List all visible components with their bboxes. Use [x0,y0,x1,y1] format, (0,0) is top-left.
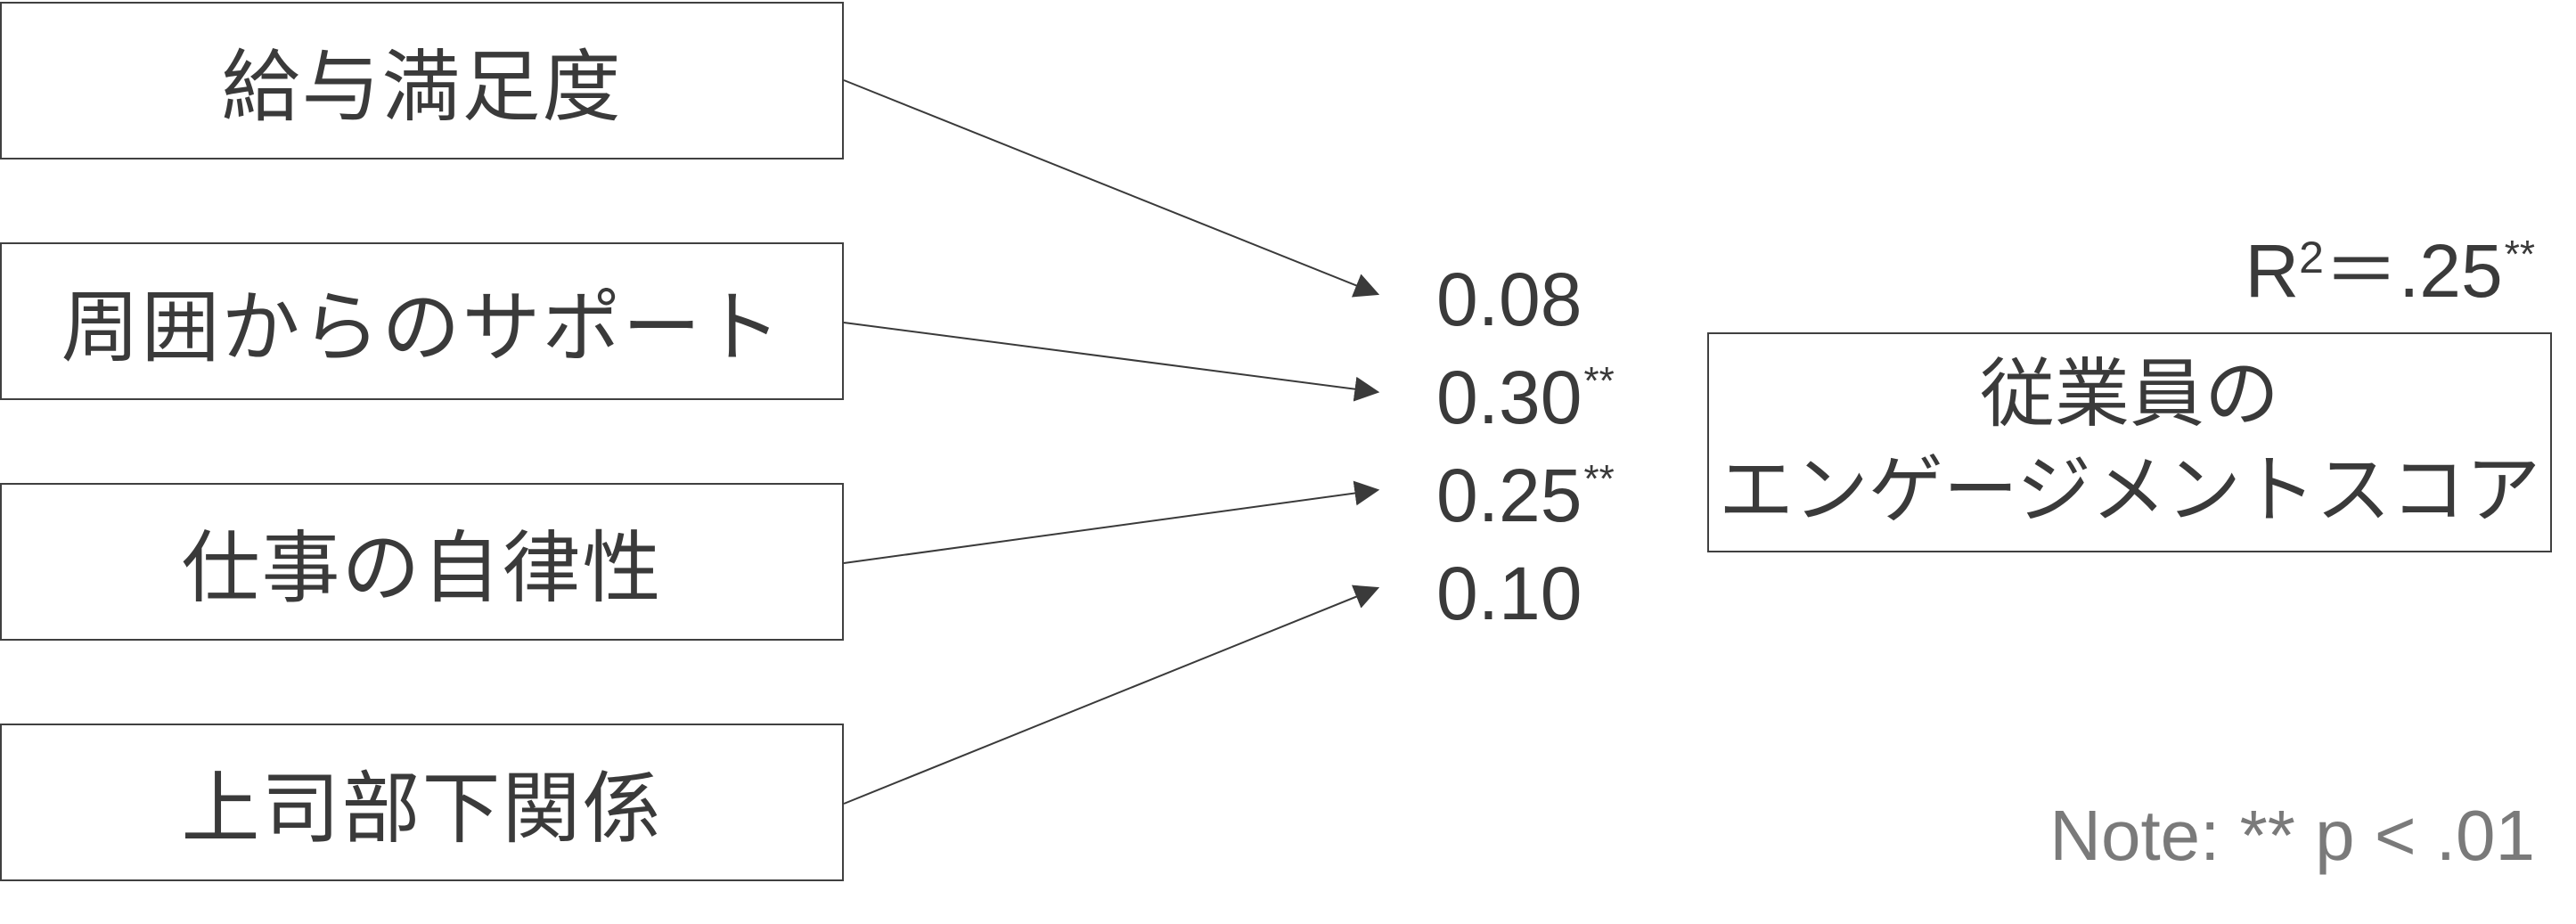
predictor-box-peer-support: 周囲からのサポート [0,242,844,400]
coefficient-value: 0.10 [1436,552,1582,635]
predictor-label: 給与満足度 [221,41,623,133]
coefficient-value: 0.25 [1436,454,1582,537]
r-squared-label: R2＝.25** [2245,233,2535,308]
coefficient-salary-satisfaction: 0.08 [1436,262,1584,337]
outcome-box-engagement-score: 従業員の エンゲージメントスコア [1707,332,2552,552]
significance-marker: ** [2504,233,2535,276]
r-squared-exponent: 2 [2299,233,2324,282]
arrow-salary-satisfaction [843,79,1380,298]
significance-marker: ** [1583,457,1615,501]
significance-note: Note: ** p < .01 [2049,796,2535,875]
coefficient-value: 0.08 [1436,258,1582,341]
coefficient-peer-support: 0.30** [1436,360,1615,435]
arrow-peer-support [843,322,1380,402]
predictor-box-supervisor-relationship: 上司部下関係 [0,724,844,881]
coefficient-supervisor-relationship: 0.10 [1436,556,1584,631]
predictor-box-job-autonomy: 仕事の自律性 [0,483,844,641]
coefficient-value: 0.30 [1436,356,1582,439]
predictor-label: 上司部下関係 [181,763,663,854]
r-squared-value: ＝.25 [2323,229,2503,313]
predictor-box-salary-satisfaction: 給与満足度 [0,2,844,159]
coefficient-job-autonomy: 0.25** [1436,458,1615,533]
significance-marker: ** [1583,359,1615,403]
arrow-supervisor-relationship [843,585,1380,805]
arrow-job-autonomy [843,480,1380,564]
outcome-label-line1: 従業員の [1979,349,2279,437]
outcome-label-line2: エンゲージメントスコア [1718,446,2541,534]
r-squared-letter: R [2245,229,2300,313]
predictor-label: 周囲からのサポート [61,282,783,373]
predictor-label: 仕事の自律性 [181,522,663,614]
